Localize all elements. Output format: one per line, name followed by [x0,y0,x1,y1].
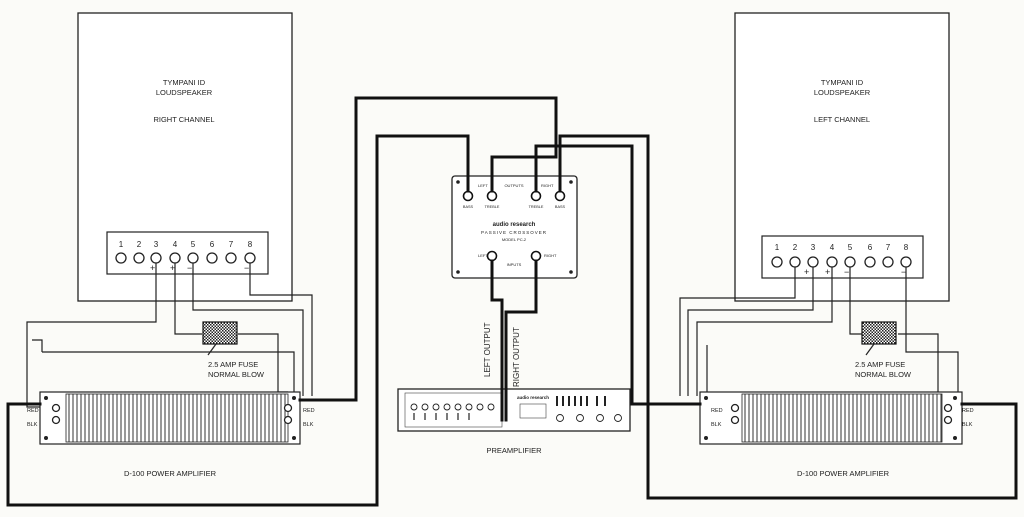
polarity-minus: − [187,263,192,273]
terminal-post [133,252,145,264]
terminal-post [826,256,838,268]
crossover-outputs-label: OUTPUTS [504,183,523,188]
crossover-right-label: RIGHT [544,253,557,258]
speaker-title: TYMPANI ID [821,78,864,87]
jack-label: BASS [555,205,566,209]
amplifier-label: D-100 POWER AMPLIFIER [797,469,890,478]
terminal-number: 1 [119,240,124,249]
terminal-number: 2 [793,243,798,252]
speaker-wires-left [679,267,959,421]
terminal-post [900,256,912,268]
terminal-number: 3 [811,243,816,252]
polarity-plus: + [150,263,155,273]
crossover-output-cables [6,96,1018,507]
terminal-post [206,252,218,264]
terminal-post [169,252,181,264]
crossover-right-label: RIGHT [541,183,554,188]
terminal-number: 2 [137,240,142,249]
speaker-left-channel: TYMPANI ID LOUDSPEAKER LEFT CHANNEL 1 2 … [734,12,950,302]
passive-crossover: LEFT OUTPUTS RIGHT BASS TREBLE TREBLE BA… [451,175,578,279]
blk-terminal-label: BLK [711,422,722,428]
terminal-number: 1 [775,243,780,252]
terminal-post [150,252,162,264]
preamp-output-cables: LEFT OUTPUT RIGHT OUTPUT [483,259,538,422]
terminal-number: 6 [210,240,215,249]
speaker-channel: RIGHT CHANNEL [153,115,214,124]
red-terminal-label: RED [303,408,315,414]
crossover-left-label: LEFT [478,183,488,188]
polarity-plus: + [170,263,175,273]
polarity-minus: − [844,267,849,277]
jack-label: TREBLE [529,205,544,209]
red-terminal-label: RED [711,408,723,414]
terminal-number: 5 [848,243,853,252]
terminal-number: 7 [229,240,234,249]
left-output-label: LEFT OUTPUT [483,322,492,377]
crossover-name: PASSIVE CROSSOVER [481,230,547,235]
fuse-label-line1: 2.5 AMP FUSE [208,360,258,369]
speaker-subtitle: LOUDSPEAKER [156,88,213,97]
fuse-right: 2.5 AMP FUSE NORMAL BLOW [202,321,265,379]
preamplifier: audio research PREAMPLIFIER [397,388,631,455]
speaker-channel: LEFT CHANNEL [814,115,870,124]
terminal-post [244,252,256,264]
power-amplifier-right: RED BLK RED BLK D-100 POWER AMPLIFIER [699,391,974,478]
red-terminal-label: RED [962,408,974,414]
amplifier-label: D-100 POWER AMPLIFIER [124,469,217,478]
terminal-post [789,256,801,268]
power-amplifier-left: RED BLK RED BLK D-100 POWER AMPLIFIER [27,391,315,478]
blk-terminal-label: BLK [303,422,314,428]
terminal-post [187,252,199,264]
polarity-plus: + [825,267,830,277]
speaker-wires-right [26,263,313,408]
fuse-label-line1: 2.5 AMP FUSE [855,360,905,369]
bass-output-jack [554,190,566,202]
jack-label: BASS [463,205,474,209]
preamp-brand: audio research [517,395,549,400]
speaker-subtitle: LOUDSPEAKER [814,88,871,97]
polarity-plus: + [804,267,809,277]
terminal-post [225,252,237,264]
bass-output-jack [462,190,474,202]
terminal-number: 8 [904,243,909,252]
treble-output-jack [530,190,542,202]
jack-label: TREBLE [485,205,500,209]
right-input-jack [530,250,542,262]
terminal-number: 8 [248,240,253,249]
terminal-post [771,256,783,268]
polarity-minus: − [901,267,906,277]
polarity-minus: − [244,263,249,273]
fuse-label-line2: NORMAL BLOW [855,370,912,379]
terminal-post [115,252,127,264]
treble-output-jack [486,190,498,202]
fuse-left: 2.5 AMP FUSE NORMAL BLOW [855,321,912,379]
right-output-label: RIGHT OUTPUT [512,327,521,387]
red-terminal-label: RED [27,408,39,414]
speaker-right-channel: TYMPANI ID LOUDSPEAKER RIGHT CHANNEL 1 2… [77,12,293,302]
terminal-strip: 1 2 3 4 5 6 7 8 + + − − [761,235,924,279]
terminal-number: 6 [868,243,873,252]
preamp-label: PREAMPLIFIER [486,446,542,455]
crossover-brand: audio research [493,222,536,228]
terminal-number: 3 [154,240,159,249]
speaker-title: TYMPANI ID [163,78,206,87]
terminal-post [844,256,856,268]
terminal-number: 4 [830,243,835,252]
terminal-number: 7 [886,243,891,252]
crossover-model: MODEL PC-2 [502,237,527,242]
terminal-post [882,256,894,268]
terminal-post [807,256,819,268]
terminal-number: 5 [191,240,196,249]
blk-terminal-label: BLK [27,422,38,428]
terminal-post [864,256,876,268]
crossover-inputs-label: INPUTS [507,262,522,267]
terminal-strip: 1 2 3 4 5 6 7 8 + + − − [106,231,269,275]
fuse-label-line2: NORMAL BLOW [208,370,265,379]
blk-terminal-label: BLK [962,422,973,428]
left-input-jack [486,250,498,262]
terminal-number: 4 [173,240,178,249]
crossover-left-label: LEFT [478,253,488,258]
